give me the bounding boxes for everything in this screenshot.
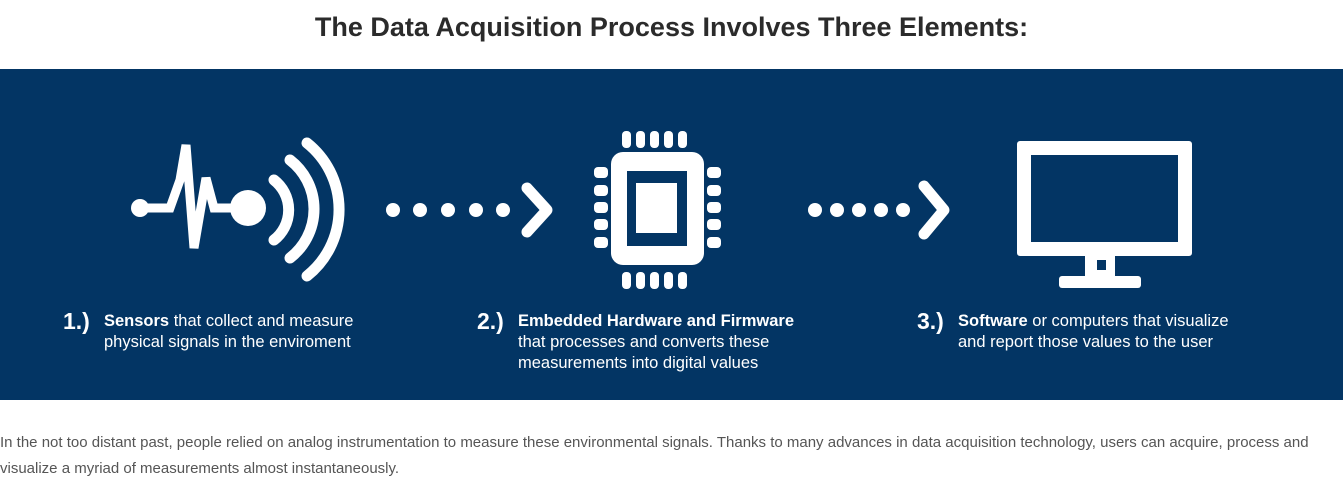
step-title: Sensors <box>104 312 170 330</box>
monitor-icon <box>1017 141 1192 288</box>
process-banner: 1.) Sensors that collect and measure phy… <box>0 69 1343 400</box>
step-number: 1.) <box>63 308 90 334</box>
chip-icon <box>594 131 721 289</box>
arrow-icon <box>808 180 950 240</box>
step-text: or computers that visualize <box>1027 312 1229 330</box>
step-text: that processes and converts these <box>518 333 770 351</box>
step-number: 3.) <box>917 308 944 334</box>
intro-paragraph: In the not too distant past, people reli… <box>0 434 1309 477</box>
step-text: measurements into digital values <box>518 354 759 372</box>
step-text: physical signals in the enviroment <box>104 333 351 351</box>
sensor-signal-icon <box>131 137 345 282</box>
page-title: The Data Acquisition Process Involves Th… <box>314 12 1029 42</box>
step-text: that collect and measure <box>169 312 354 330</box>
step-number: 2.) <box>477 308 504 334</box>
process-graphics <box>131 131 1192 289</box>
step-title: Software <box>958 312 1028 330</box>
arrow-icon <box>386 182 553 238</box>
step-text: and report those values to the user <box>958 333 1213 351</box>
step-title: Embedded Hardware and Firmware <box>518 312 794 330</box>
